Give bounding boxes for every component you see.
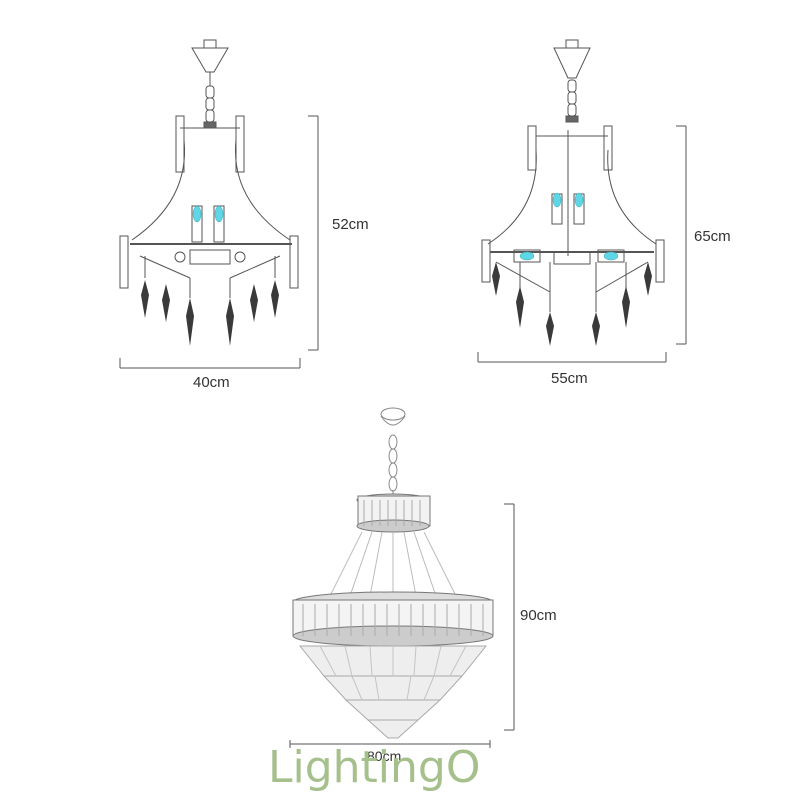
chandelier-medium-drawing — [477, 39, 687, 363]
large-height-label: 90cm — [520, 607, 557, 624]
brand-logo-text: LightingO — [268, 742, 480, 793]
medium-width-label: 55cm — [551, 370, 588, 387]
brand-logo: LightingO — [268, 738, 538, 794]
small-height-label: 52cm — [332, 216, 369, 233]
chandelier-medium-panel: 65cm 55cm — [400, 0, 800, 400]
chandelier-small-drawing — [119, 39, 319, 369]
medium-height-label: 65cm — [694, 228, 731, 245]
brand-logo-wordmark: LightingO — [268, 742, 480, 793]
chandelier-small-panel: 52cm 40cm — [0, 0, 400, 400]
small-width-label: 40cm — [193, 374, 230, 391]
large-width-label: 80cm — [367, 748, 402, 764]
chandelier-large-drawing — [289, 407, 515, 748]
chandelier-large-panel: 90cm 80cm — [0, 400, 800, 800]
